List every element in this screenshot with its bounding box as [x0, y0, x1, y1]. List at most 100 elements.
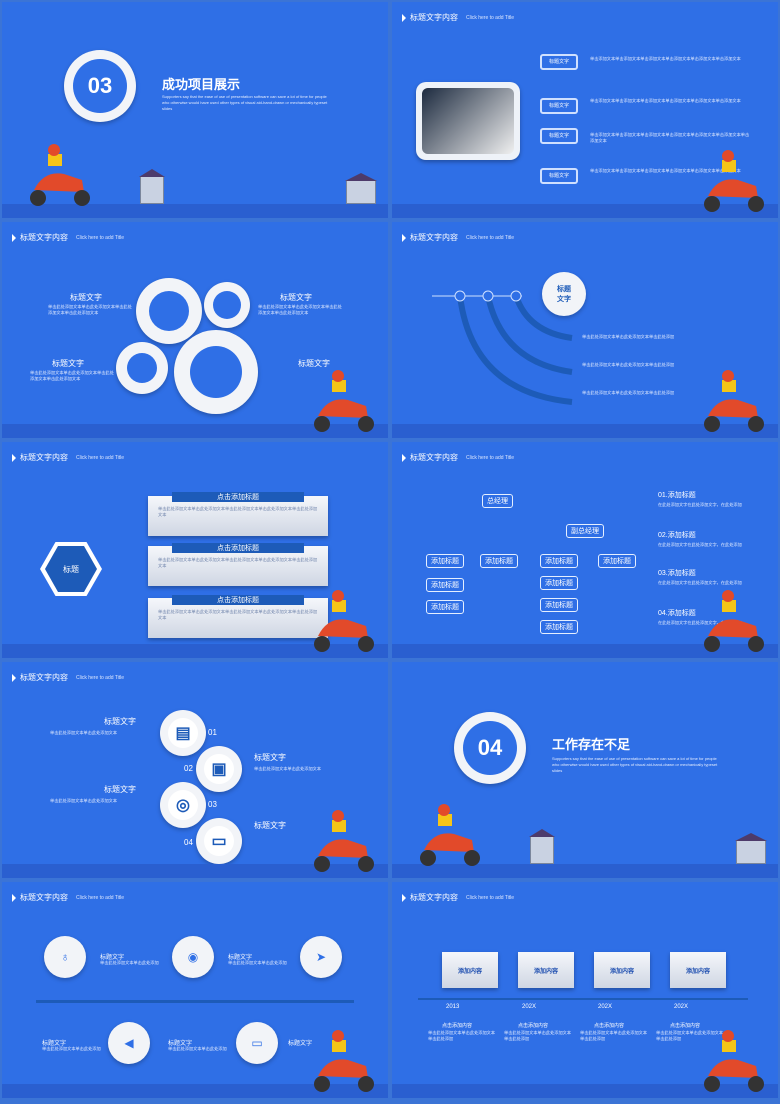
slide-3: 标题文字内容 Click here to add Title 标题文字 单击此处添…	[2, 222, 388, 438]
label: 标题文字	[104, 717, 136, 726]
year: 202X	[674, 1004, 689, 1010]
camera-icon: ◉	[172, 936, 214, 978]
content-box: 添加内容	[594, 952, 650, 988]
text: 单击此处添加文本单击此处添加	[100, 960, 159, 965]
card-text: 单击此处添加文本单击此处添加文本单击此处添加文本单击此处添加文本单击此处添加文本	[158, 506, 318, 517]
text: 单击此处添加文本单击此处添加文本	[50, 730, 118, 735]
label-box-2: 标题文字	[540, 98, 578, 114]
section-number: 04	[463, 721, 517, 775]
number-ring: 04	[454, 712, 526, 784]
label: 标题文字	[42, 1041, 67, 1047]
scooter-icon	[704, 1030, 764, 1092]
ground	[2, 424, 388, 438]
card-text: 单击此处添加文本单击此处添加文本单击此处添加文本单击此处添加文本单击此处添加文本	[158, 557, 318, 568]
hexagon: 标题	[40, 542, 102, 596]
label: 标题文字	[100, 955, 125, 961]
house	[529, 829, 555, 864]
scooter-icon	[704, 150, 764, 212]
year: 202X	[598, 1004, 613, 1010]
ground	[392, 644, 778, 658]
text: 单击此处添加文本单击此处添加文本单击此处添加文本单击此处添加文本	[258, 304, 342, 315]
item-desc: 在此处添加文字在此处添加文字，在此处添加	[658, 580, 742, 585]
step-num: 02	[184, 764, 193, 773]
ground	[2, 1084, 388, 1098]
item-desc: 在此处添加文字在此处添加文字，在此处添加	[658, 542, 742, 547]
header-title: 标题文字内容	[410, 893, 458, 902]
ground	[392, 864, 778, 878]
label: 标题文字	[254, 821, 286, 830]
header: 标题文字内容 Click here to add Title	[402, 452, 514, 463]
step-num: 01	[208, 728, 217, 737]
label: 标题文字	[280, 293, 312, 302]
text: 单击此处添加文本单击此处添加文本	[254, 766, 322, 771]
section-title: 成功项目展示	[162, 77, 241, 92]
bulb-icon: ♁	[44, 936, 86, 978]
section-desc: Supporters say that the ease of use of p…	[162, 94, 328, 111]
text: 单击此处添加文本单击此处添加文本	[50, 798, 118, 803]
org-box: 添加标题	[598, 554, 636, 568]
header-title: 标题文字内容	[20, 893, 68, 902]
text: 单击此处添加文本单击此处添加文本单击此处添加	[582, 334, 675, 339]
item-desc: 在此处添加文字在此处添加文字，在此处添加	[658, 502, 742, 507]
text-line: 单击添加文本单击添加文本单击添加文本单击添加文本单击添加文本单击添加文本单击添加…	[590, 132, 750, 143]
label-box-1: 标题文字	[540, 54, 578, 70]
content-box: 添加内容	[670, 952, 726, 988]
header-title: 标题文字内容	[20, 233, 68, 242]
scooter-icon	[314, 810, 374, 872]
monitor-icon: ▭	[236, 1022, 278, 1064]
header: 标题文字内容 Click here to add Title	[12, 452, 124, 463]
org-box: 添加标题	[540, 554, 578, 568]
timeline	[418, 998, 748, 1000]
header-title: 标题文字内容	[20, 453, 68, 462]
disc-icon: ◎	[160, 782, 206, 828]
scooter-icon	[314, 370, 374, 432]
gear-icon	[174, 330, 258, 414]
item-title: 点击添加内容	[594, 1023, 625, 1029]
header-sub: Click here to add Title	[76, 454, 125, 461]
ground	[392, 1084, 778, 1098]
item-text: 单击此处添加文本单击此处添加文本单击此处添加	[428, 1030, 496, 1041]
text: 单击此处添加文本单击此处添加文本单击此处添加	[582, 362, 675, 367]
gear-icon	[204, 282, 250, 328]
text-line: 单击添加文本单击添加文本单击添加文本单击添加文本单击添加文本单击添加文本	[590, 168, 741, 173]
card-text: 单击此处添加文本单击此处添加文本单击此处添加文本单击此处添加文本单击此处添加文本	[158, 609, 318, 620]
step-num: 03	[208, 800, 217, 809]
header-title: 标题文字内容	[410, 453, 458, 462]
scooter-icon	[314, 1030, 374, 1092]
item-title: 02.添加标题	[658, 532, 696, 539]
header-sub: Click here to add Title	[466, 234, 515, 241]
text: 单击此处添加文本单击此处添加文本单击此处添加	[582, 390, 675, 395]
label: 标题文字	[168, 1041, 193, 1047]
org-box: 添加标题	[540, 598, 578, 612]
item-title: 点击添加内容	[670, 1023, 701, 1029]
number-ring: 03	[64, 50, 136, 122]
label: 标题文字	[254, 753, 286, 762]
label-box-3: 标题文字	[540, 128, 578, 144]
photo-frame	[416, 82, 520, 160]
monitor-icon: ▭	[196, 818, 242, 864]
header-sub: Click here to add Title	[76, 234, 125, 241]
item-text: 单击此处添加文本单击此处添加文本单击此处添加	[504, 1030, 572, 1041]
label: 标题文字	[298, 359, 330, 368]
scooter-icon	[314, 590, 374, 652]
card-title: 点击添加标题	[172, 543, 304, 553]
org-box: 添加标题	[426, 578, 464, 592]
house	[345, 173, 377, 204]
slide-8: 04 工作存在不足 Supporters say that the ease o…	[392, 662, 778, 878]
item-title: 01.添加标题	[658, 492, 696, 499]
header-sub: Click here to add Title	[466, 454, 515, 461]
header: 标题文字内容 Click here to add Title	[12, 232, 124, 243]
card	[148, 496, 328, 536]
item-title: 点击添加内容	[442, 1023, 473, 1029]
item-text: 单击此处添加文本单击此处添加文本单击此处添加	[580, 1030, 648, 1041]
content-box: 添加内容	[442, 952, 498, 988]
org-vgm: 副总经理	[566, 524, 604, 538]
item-text: 单击此处添加文本单击此处添加文本单击此处添加	[656, 1030, 724, 1041]
header-sub: Click here to add Title	[76, 894, 125, 901]
